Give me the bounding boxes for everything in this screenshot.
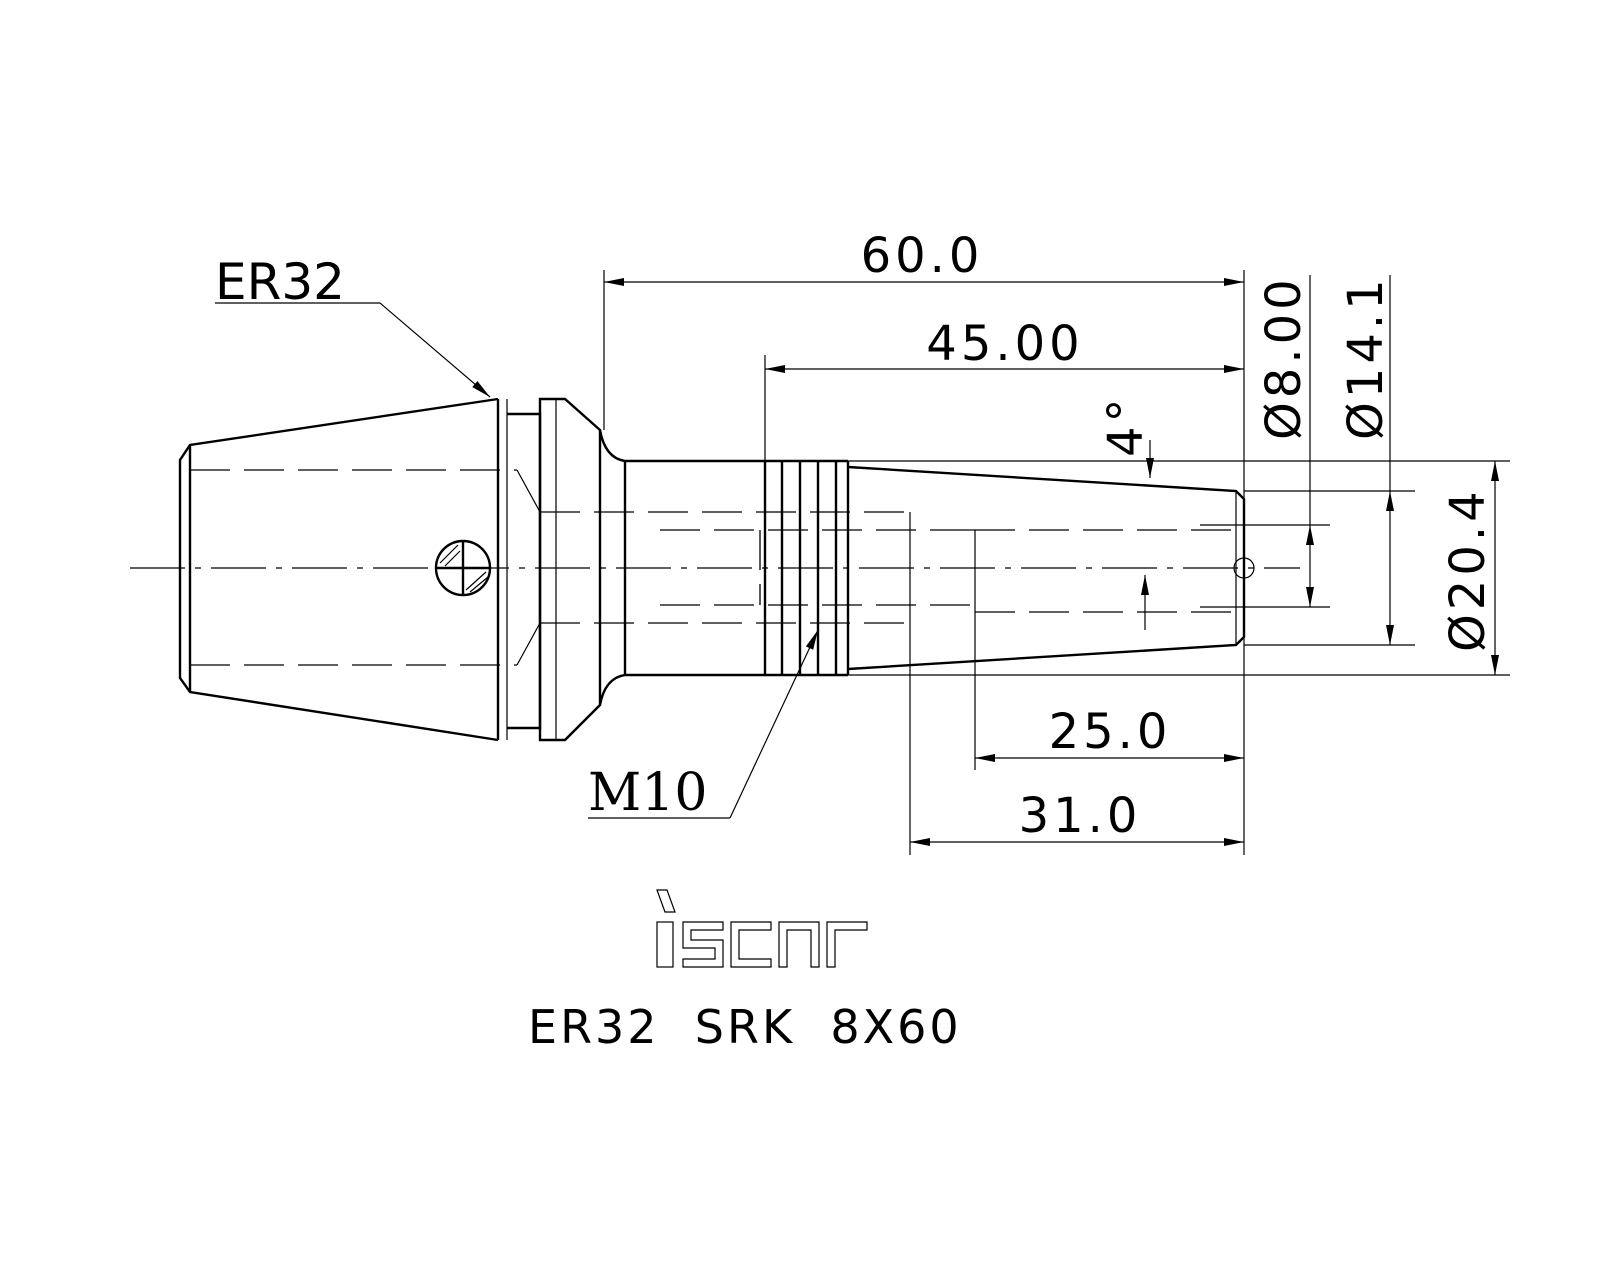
hidden-lines: [190, 469, 1240, 666]
label-collet: ER32: [215, 253, 345, 311]
leaders: [215, 302, 819, 819]
iscar-logo: [656, 889, 868, 968]
section-symbol: [434, 539, 492, 597]
extension-lines: [603, 270, 1510, 855]
collet-nut: [178, 397, 626, 742]
model-name: ER32 SRK 8X60: [528, 1000, 962, 1054]
shaft: [623, 459, 1255, 677]
dim-overall-length: 60.0: [861, 228, 984, 284]
dimension-lines: [604, 275, 1499, 846]
dim-taper-length: 45.00: [926, 316, 1083, 372]
dim-nose-diameter: Ø14.1: [1338, 275, 1394, 440]
dim-bore-diameter: Ø8.00: [1256, 275, 1312, 440]
dim-body-diameter: Ø20.4: [1440, 487, 1496, 652]
brand-name: iscar: [755, 988, 758, 991]
label-thread: M10: [588, 763, 707, 823]
dim-taper-angle: 4°: [1098, 394, 1154, 457]
dim-bore-total-depth: 31.0: [1019, 788, 1142, 844]
dim-bore-depth: 25.0: [1049, 704, 1172, 760]
